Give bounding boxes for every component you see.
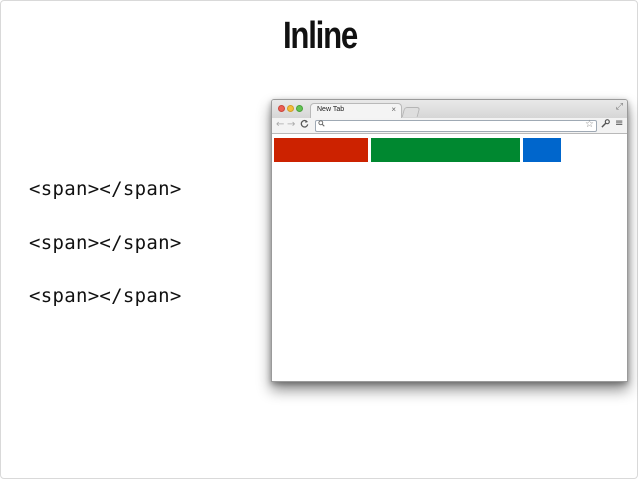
back-arrow-icon[interactable]: ← <box>276 119 285 130</box>
browser-window: New Tab × ⤢ ← → <box>271 99 628 382</box>
close-window-icon[interactable] <box>278 105 285 112</box>
browser-viewport <box>272 134 627 381</box>
menu-icon[interactable]: ≡ <box>615 118 624 129</box>
fullscreen-icon[interactable]: ⤢ <box>615 102 623 112</box>
reload-icon-svg <box>300 119 309 128</box>
search-icon <box>318 120 325 129</box>
browser-titlebar: New Tab × ⤢ <box>272 100 627 118</box>
code-line: <span></span> <box>29 232 182 254</box>
tab-close-icon[interactable]: × <box>391 105 396 114</box>
forward-arrow-icon[interactable]: → <box>287 119 296 130</box>
inline-span-red <box>274 138 368 162</box>
code-line: <span></span> <box>29 285 182 307</box>
inline-span-green <box>371 138 520 162</box>
inline-span-blue <box>523 138 561 162</box>
slide-title: Inline <box>282 15 358 57</box>
code-line: <span></span> <box>29 178 182 200</box>
maximize-window-icon[interactable] <box>296 105 303 112</box>
address-bar[interactable]: ☆ <box>315 119 597 132</box>
browser-toolbar: ← → ☆ <box>272 118 627 134</box>
tab-label: New Tab <box>317 106 345 113</box>
minimize-window-icon[interactable] <box>287 105 294 112</box>
new-tab-button[interactable] <box>401 107 421 117</box>
wrench-icon[interactable] <box>601 119 610 131</box>
reload-icon[interactable] <box>300 119 309 132</box>
tab-new-tab[interactable]: New Tab × <box>310 103 402 118</box>
bookmark-star-icon[interactable]: ☆ <box>585 119 594 130</box>
